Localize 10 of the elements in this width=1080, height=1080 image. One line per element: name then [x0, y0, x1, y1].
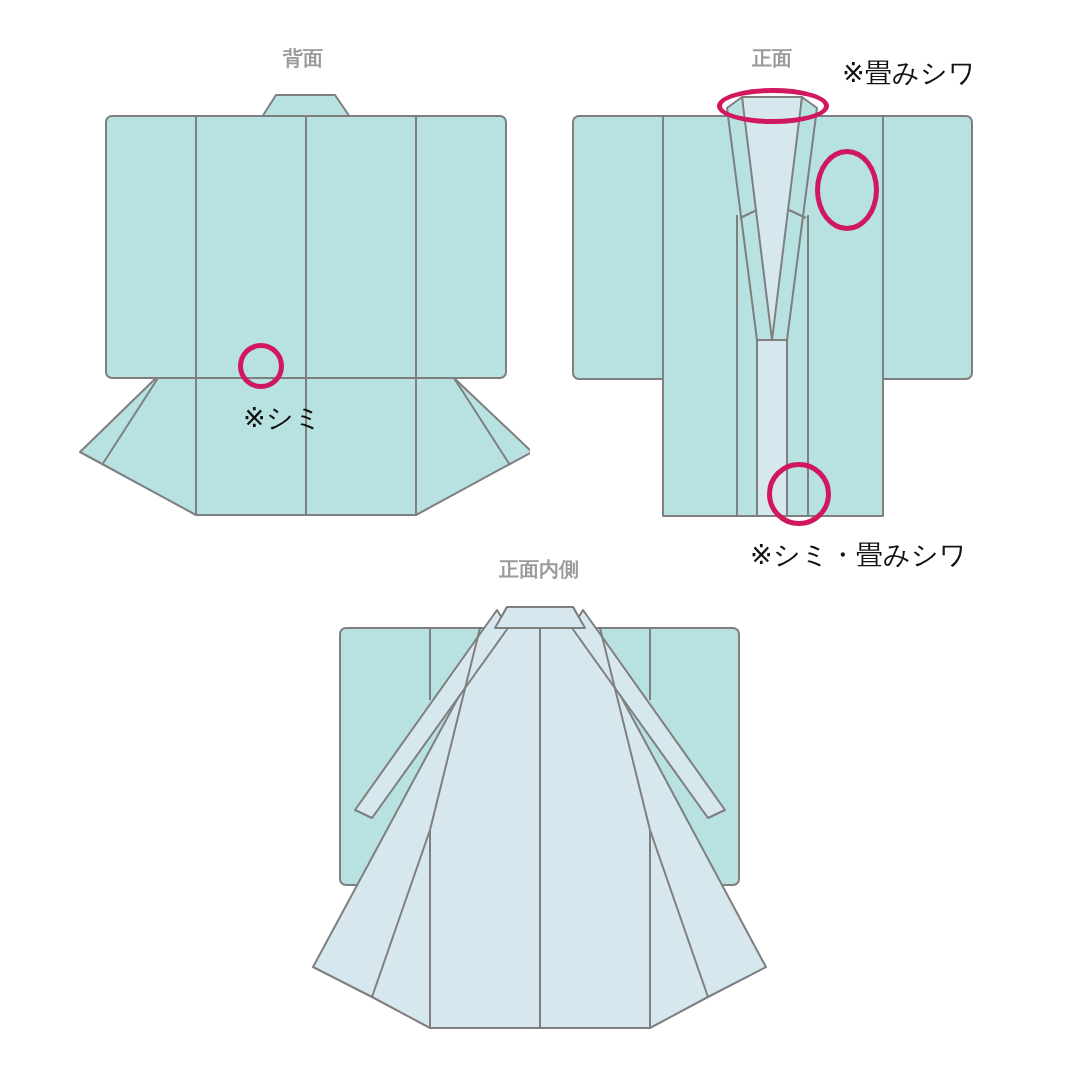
- annotation-text: ※シミ・畳みシワ: [750, 538, 967, 572]
- view-heading: 正面: [752, 45, 792, 72]
- marker-circle: [767, 462, 831, 526]
- annotation-text: ※シミ: [243, 401, 322, 435]
- marker-circle: [815, 149, 879, 231]
- annotation-text: ※畳みシワ: [842, 56, 976, 90]
- marker-circle: [717, 88, 829, 124]
- view-heading: 正面内側: [499, 556, 579, 583]
- view-heading: 背面: [283, 45, 323, 72]
- marker-circle: [238, 343, 284, 389]
